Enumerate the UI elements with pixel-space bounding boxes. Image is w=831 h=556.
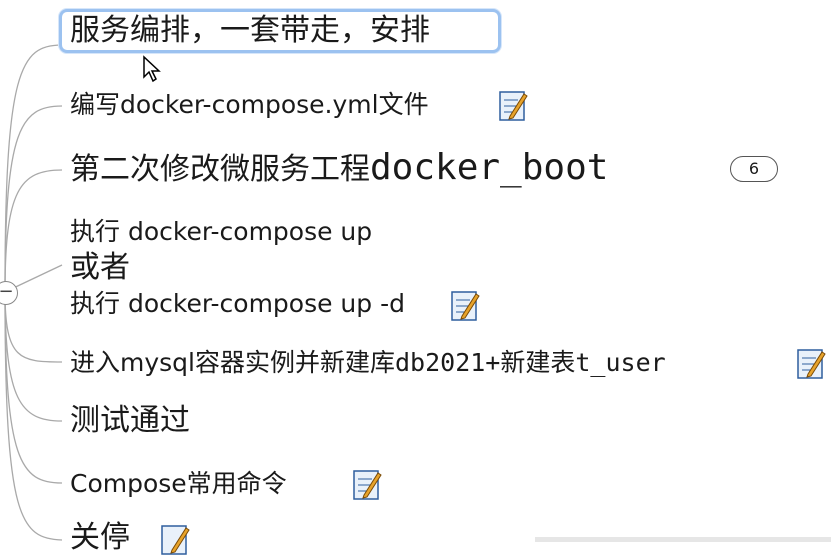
node-test-passed[interactable]: 测试通过 xyxy=(70,403,190,439)
node-run-compose[interactable]: 执行 docker-compose up 或者 执行 docker-compos… xyxy=(70,214,405,322)
node-line: 执行 docker-compose up -d xyxy=(70,289,405,318)
node-line: 或者 xyxy=(70,250,130,285)
mindmap-connectors xyxy=(4,44,63,541)
node-label: 编写docker-compose.yml文件 xyxy=(70,90,429,119)
node-label: 关停 xyxy=(70,520,130,555)
node-modify-service[interactable]: 第二次修改微服务工程docker_boot xyxy=(70,150,608,188)
node-label-mono: db2021+ xyxy=(395,348,501,377)
node-label: 进入mysql容器实例并新建库 xyxy=(70,348,395,377)
note-edit-icon[interactable] xyxy=(352,467,382,501)
node-compose-commands[interactable]: Compose常用命令 xyxy=(70,465,287,502)
note-edit-icon[interactable] xyxy=(450,288,480,322)
node-label: 服务编排，一套带走，安排 xyxy=(70,13,430,48)
note-edit-icon[interactable] xyxy=(160,522,190,556)
node-label-mono: t_user xyxy=(575,348,666,377)
node-label: 新建表 xyxy=(500,348,576,377)
node-line: 执行 docker-compose up xyxy=(70,217,373,246)
node-label: 测试通过 xyxy=(70,403,190,438)
node-mysql-setup[interactable]: 进入mysql容器实例并新建库db2021+新建表t_user xyxy=(70,344,666,381)
mouse-cursor-icon xyxy=(143,55,161,83)
child-count-badge[interactable]: 6 xyxy=(730,156,778,182)
node-compose-file[interactable]: 编写docker-compose.yml文件 xyxy=(70,86,429,123)
node-label: Compose常用命令 xyxy=(70,469,287,498)
connector-selected xyxy=(4,44,63,293)
horizontal-scrollbar[interactable] xyxy=(535,537,831,542)
note-edit-icon[interactable] xyxy=(498,88,528,122)
node-label-mono: docker_boot xyxy=(370,147,609,188)
node-service-orchestration[interactable]: 服务编排，一套带走，安排 xyxy=(59,9,501,53)
node-label: 第二次修改微服务工程 xyxy=(70,152,370,187)
collapse-minus-icon[interactable]: − xyxy=(0,281,18,305)
node-shutdown[interactable]: 关停 xyxy=(70,520,130,556)
note-edit-icon[interactable] xyxy=(796,346,826,380)
